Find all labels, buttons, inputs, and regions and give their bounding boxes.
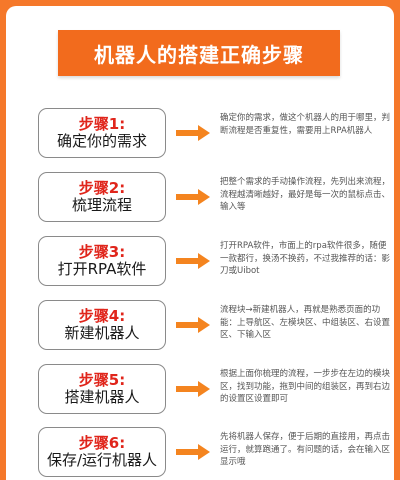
step-number: 步骤3: [78, 242, 126, 261]
step-1: 步骤1: 确定你的需求 确定你的需求，做这个机器人的用于哪里，判断流程是否重复性… [0, 108, 400, 158]
step-5: 步骤5: 搭建机器人 根据上面你梳理的流程，一步步在左边的模块区，找到功能，拖到… [0, 364, 400, 414]
step-3: 步骤3: 打开RPA软件 打开RPA软件，市面上的rpa软件很多，随便一款都行，… [0, 236, 400, 286]
step-description: 根据上面你梳理的流程，一步步在左边的模块区，找到功能，拖到中间的组装区，再到右边… [220, 369, 391, 404]
step-6: 步骤6: 保存/运行机器人 先将机器人保存，便于后期的直接用，再点击运行，就算跑… [0, 427, 400, 477]
step-number: 步骤5: [78, 370, 126, 389]
step-box: 步骤1: 确定你的需求 [38, 108, 166, 158]
arrow-right-icon [176, 444, 210, 460]
step-box: 步骤2: 梳理流程 [38, 172, 166, 222]
step-box: 步骤6: 保存/运行机器人 [38, 427, 166, 477]
step-description: 先将机器人保存，便于后期的直接用，再点击运行，就算跑通了。有问题的话，会在输入区… [220, 432, 391, 467]
step-title: 确定你的需求 [56, 132, 147, 150]
step-title: 打开RPA软件 [57, 260, 147, 278]
step-box: 步骤4: 新建机器人 [38, 300, 166, 350]
step-title: 梳理流程 [71, 196, 132, 214]
step-description: 打开RPA软件，市面上的rpa软件很多，随便一款都行，换汤不换药，不过我推荐的话… [220, 241, 391, 276]
arrow-right-icon [176, 189, 210, 205]
arrow-right-icon [176, 381, 210, 397]
step-number: 步骤2: [78, 178, 126, 197]
step-description: 流程块→新建机器人，再就是熟悉页面的功能：上导航区、左模块区、中组装区、右设置区… [220, 305, 391, 340]
arrow-right-icon [176, 253, 210, 269]
step-number: 步骤4: [78, 306, 126, 325]
step-2: 步骤2: 梳理流程 把整个需求的手动操作流程，先列出来流程，流程越清晰越好，最好… [0, 172, 400, 222]
arrow-right-icon [176, 317, 210, 333]
step-number: 步骤6: [78, 433, 126, 452]
step-title: 新建机器人 [64, 324, 140, 342]
step-number: 步骤1: [78, 114, 126, 133]
step-4: 步骤4: 新建机器人 流程块→新建机器人，再就是熟悉页面的功能：上导航区、左模块… [0, 300, 400, 350]
step-box: 步骤3: 打开RPA软件 [38, 236, 166, 286]
step-title: 保存/运行机器人 [46, 451, 158, 469]
page-title: 机器人的搭建正确步骤 [58, 30, 340, 76]
step-box: 步骤5: 搭建机器人 [38, 364, 166, 414]
step-description: 确定你的需求，做这个机器人的用于哪里，判断流程是否重复性，需要用上RPA机器人 [220, 113, 391, 136]
step-title: 搭建机器人 [64, 388, 140, 406]
arrow-right-icon [176, 125, 210, 141]
step-description: 把整个需求的手动操作流程，先列出来流程，流程越清晰越好，最好是每一次的鼠标点击、… [220, 177, 391, 212]
